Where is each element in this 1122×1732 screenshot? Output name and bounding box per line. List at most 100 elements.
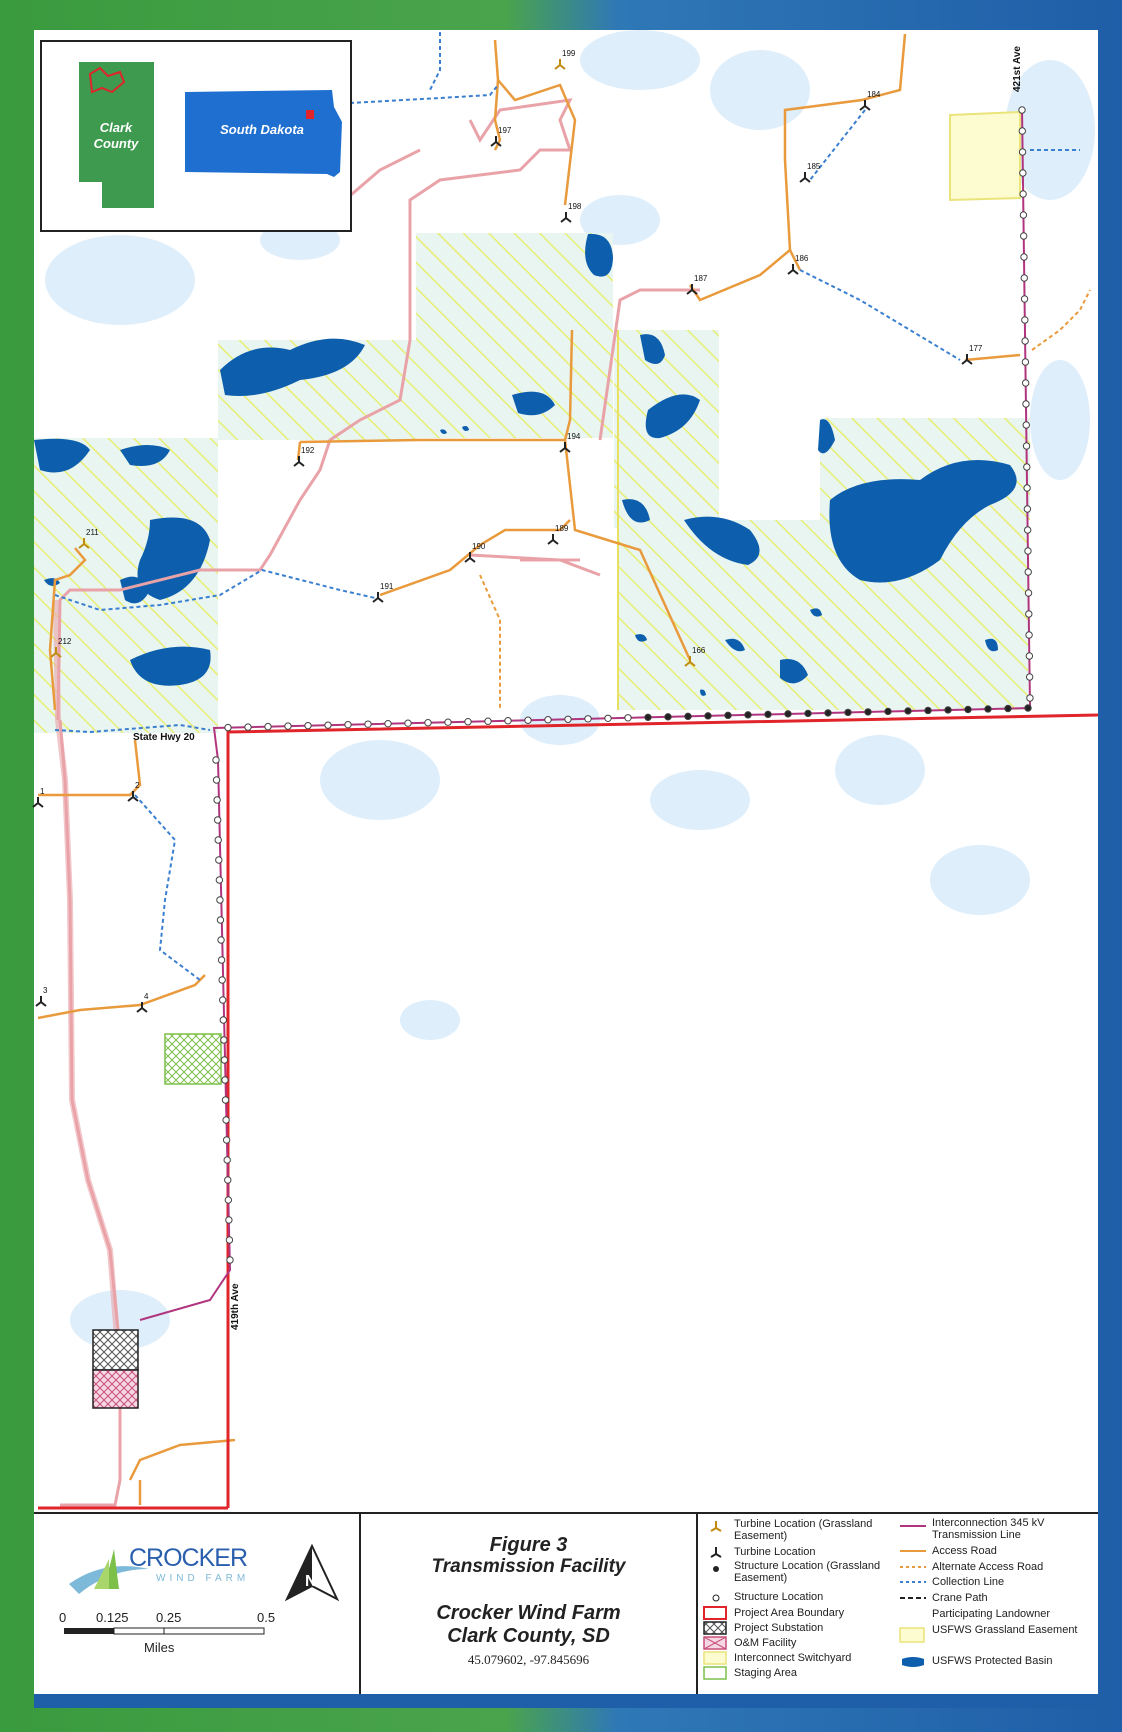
turbine-icon	[127, 791, 139, 802]
structure-marker	[1020, 274, 1028, 282]
turbine-194: 194	[559, 432, 581, 453]
turbine-icon	[560, 212, 572, 223]
structure-marker	[804, 709, 812, 718]
structure-marker	[222, 1116, 230, 1124]
structure-marker	[324, 721, 332, 729]
legend-label-10: Access Road	[932, 1545, 997, 1557]
structure-marker	[1023, 484, 1031, 492]
turbine-label: 197	[498, 126, 512, 135]
structure-marker	[1025, 610, 1033, 618]
north-arrow-icon: N	[284, 1544, 340, 1602]
legend-label-13: Crane Path	[932, 1592, 988, 1604]
turbine-2: 2	[127, 781, 140, 802]
turbine-label: 199	[562, 49, 576, 58]
structure-marker	[984, 705, 992, 713]
turbine-icon	[686, 284, 698, 295]
svg-text:N: N	[305, 1573, 317, 1590]
legend-basin-icon	[902, 1657, 924, 1667]
structure-marker	[464, 718, 472, 726]
turbine-icon	[78, 538, 90, 549]
structure-marker	[564, 715, 572, 723]
turbine-icon	[559, 442, 571, 453]
structure-marker	[1019, 169, 1027, 177]
structure-marker	[1024, 589, 1033, 597]
structure-marker	[1004, 704, 1012, 713]
turbine-3: 3	[35, 986, 48, 1007]
turbine-label: 4	[144, 992, 149, 1001]
turbine-199: 199	[554, 49, 576, 70]
staging-area	[164, 1033, 222, 1085]
turbine-189: 189	[547, 524, 569, 545]
structure-marker	[221, 1096, 230, 1104]
structure-marker	[220, 1056, 229, 1064]
turbine-192: 192	[293, 446, 315, 467]
structure-marker	[344, 720, 352, 729]
turbine-177: 177	[961, 344, 983, 365]
legend-turbine-grassland-icon	[710, 1521, 722, 1532]
turbine-label: 166	[692, 646, 706, 655]
structure-marker	[212, 776, 221, 784]
footer-strip	[34, 1694, 1098, 1708]
turbine-211: 211	[78, 528, 99, 549]
turbine-icon	[859, 100, 871, 111]
turbine-icon	[136, 1002, 148, 1013]
legend-boundary-icon	[703, 1606, 727, 1620]
turbine-1: 1	[32, 787, 45, 808]
logo-box: CROCKER WIND FARM N 0 0.125 0.25 0.5 Mil…	[34, 1514, 361, 1696]
legend-label-4: Project Area Boundary	[734, 1607, 845, 1619]
structure-marker	[664, 713, 672, 721]
structure-marker	[217, 936, 225, 944]
protected-basins	[34, 233, 1017, 696]
turbine-label: 189	[555, 524, 569, 533]
structure-marker	[364, 720, 372, 728]
county-label-1: Clark	[99, 120, 133, 135]
structure-marker	[424, 719, 432, 727]
turbine-label: 212	[58, 637, 72, 646]
structure-marker	[1026, 694, 1034, 702]
structure-marker	[624, 714, 632, 722]
turbine-label: 177	[969, 344, 983, 353]
legend-collection-icon	[900, 1581, 926, 1583]
structure-marker	[1021, 358, 1030, 366]
collection-lines	[54, 32, 1080, 981]
structure-marker	[1025, 652, 1034, 660]
structure-marker	[1018, 148, 1027, 156]
turbine-185: 185	[799, 162, 821, 183]
scale-tick-0: 0	[59, 1610, 67, 1625]
structure-markers	[212, 106, 1034, 1264]
legend-usfws-grassland-icon	[899, 1627, 925, 1643]
structure-marker	[684, 712, 692, 721]
hwy-label: State Hwy 20	[133, 732, 195, 743]
turbine-label: 3	[43, 986, 48, 995]
turbine-label: 185	[807, 162, 821, 171]
access-roads	[37, 33, 1021, 1505]
legend-label-7: Interconnect Switchyard	[734, 1652, 852, 1664]
logo-name: CROCKER	[129, 1544, 248, 1572]
structure-marker	[1024, 547, 1032, 555]
turbine-label: 198	[568, 202, 582, 211]
turbine-191: 191	[372, 582, 394, 603]
structure-marker	[604, 714, 612, 722]
structure-marker	[644, 713, 652, 722]
turbine-icon	[684, 656, 696, 667]
legend-transmission-icon	[900, 1525, 926, 1527]
structure-marker	[1020, 232, 1028, 240]
turbine-212: 212	[50, 637, 72, 658]
structure-marker	[1023, 463, 1031, 471]
structure-marker	[215, 856, 223, 864]
scale-tick-2: 0.25	[156, 1610, 182, 1625]
structure-marker	[784, 710, 792, 718]
structure-marker	[924, 706, 932, 715]
structure-marker	[844, 708, 852, 717]
turbine-icon	[961, 354, 973, 365]
structure-marker	[226, 1256, 234, 1264]
scale-tick-1: 0.125	[96, 1610, 129, 1625]
structure-marker	[244, 723, 252, 731]
legend-label-8: Staging Area	[734, 1667, 797, 1679]
structure-marker	[944, 706, 952, 714]
turbine-4: 4	[136, 992, 149, 1013]
structure-marker	[284, 722, 292, 730]
structure-marker	[504, 717, 512, 725]
legend-om-icon	[703, 1636, 727, 1650]
